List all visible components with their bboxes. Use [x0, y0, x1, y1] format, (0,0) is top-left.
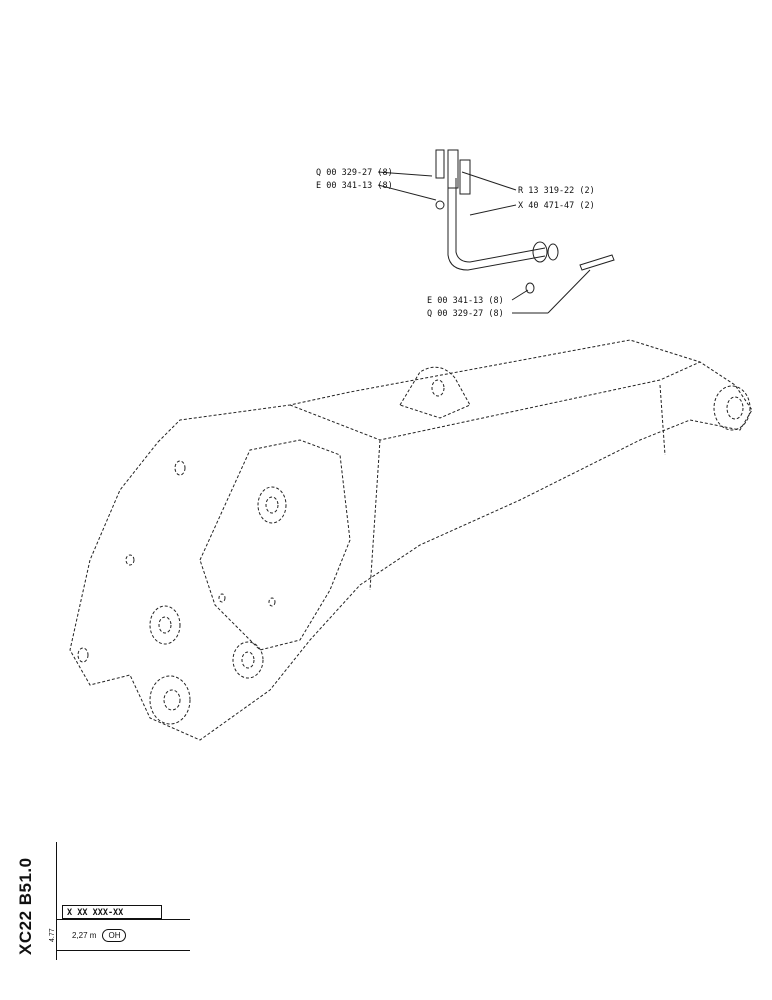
- callout-q-bottom: Q 00 329-27 (8): [427, 309, 504, 319]
- boom-front-face: [369, 439, 381, 591]
- boom-top-edge: [289, 361, 701, 441]
- pivot-boss-lower: [232, 641, 264, 679]
- part-number-box: X XX XXX-XX: [62, 905, 162, 919]
- callout-q-top: Q 00 329-27 (8): [316, 168, 393, 178]
- boom-outline: [69, 339, 753, 741]
- pivot-boss-end: [713, 385, 751, 431]
- pivot-boss-upper: [257, 486, 287, 524]
- pivot-boss-mid: [149, 605, 181, 645]
- bolt: [579, 254, 615, 271]
- callout-e-top: E 00 341-13 (8): [316, 181, 393, 191]
- description-row: 2,27 m OH: [72, 929, 127, 942]
- callout-r: R 13 319-22 (2): [518, 186, 595, 196]
- title-block-side: [12, 842, 57, 960]
- variant-badge: OH: [102, 929, 127, 942]
- boom-end-rib: [659, 384, 666, 456]
- lifting-eye: [399, 366, 471, 419]
- pipe-assembly: [447, 180, 546, 271]
- callout-e-bottom: E 00 341-13 (8): [427, 296, 504, 306]
- drawing-code: XC22 B51.0: [16, 857, 35, 955]
- callout-x: X 40 471-47 (2): [518, 201, 595, 211]
- description-length: 2,27 m: [72, 931, 97, 940]
- title-block-rule-bottom: [56, 950, 190, 951]
- pivot-boss-bottom: [149, 675, 191, 725]
- page-number: 4.77: [49, 928, 56, 942]
- boom-inner-fork: [199, 439, 351, 651]
- title-block-rule-top: [56, 919, 190, 920]
